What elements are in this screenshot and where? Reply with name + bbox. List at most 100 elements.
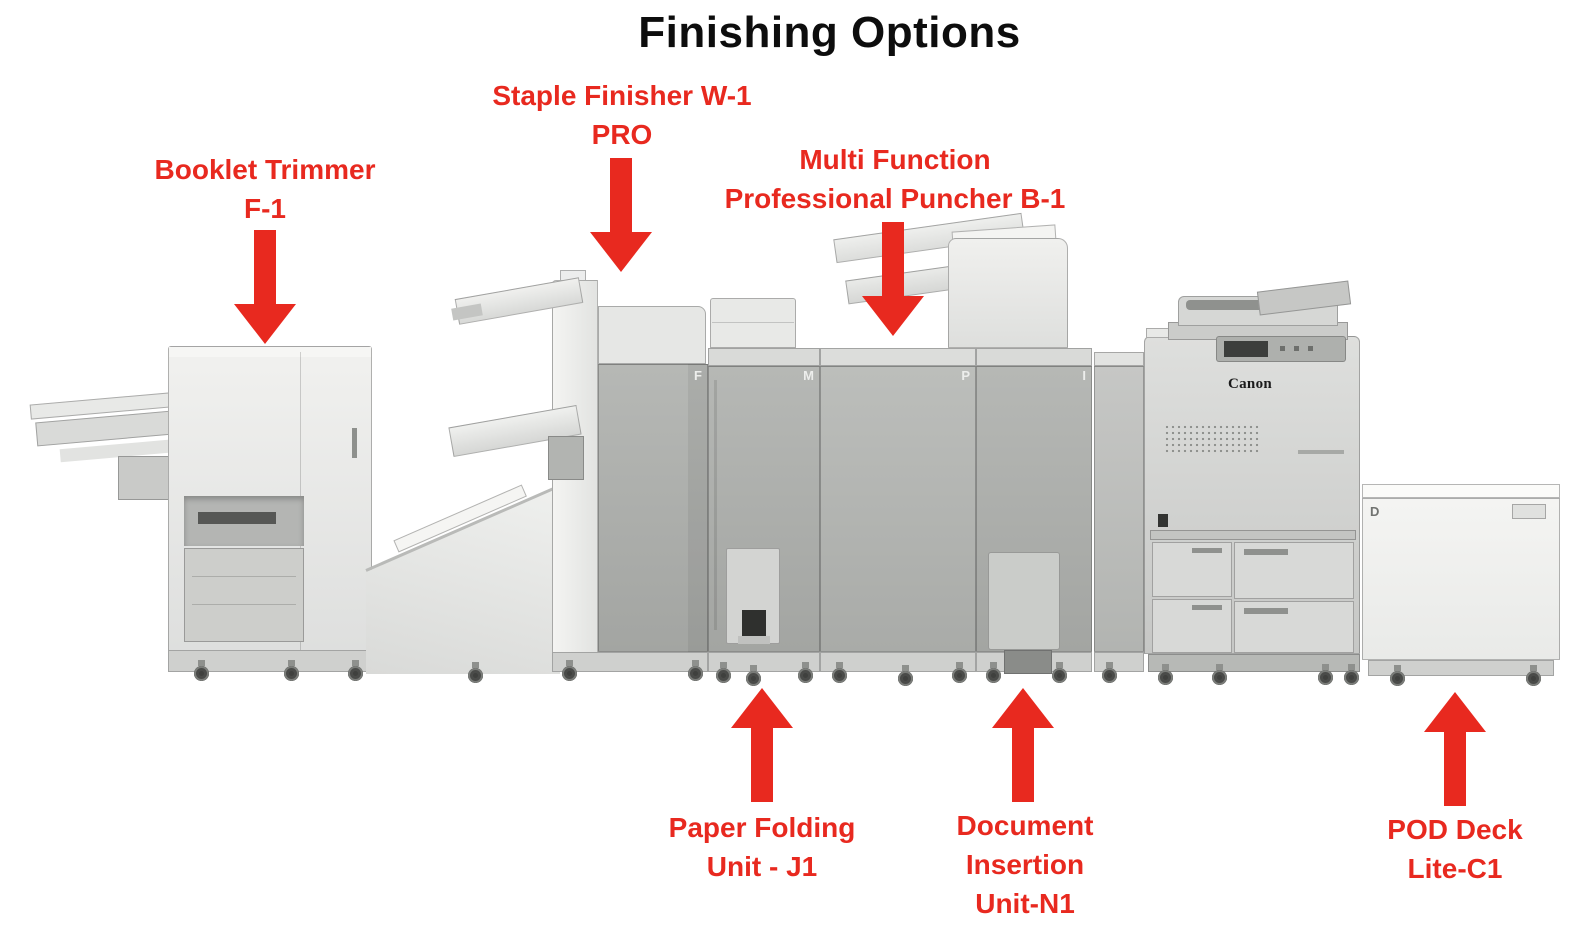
drawer-handle (1192, 605, 1222, 610)
panel-button (1280, 346, 1285, 351)
arrow-shaft (751, 726, 773, 802)
canon-logo: Canon (1228, 376, 1273, 392)
printer-small-icon (1158, 514, 1168, 527)
label-line: Insertion (965, 849, 1085, 881)
arrow-shaft (1012, 726, 1034, 802)
panel-button (1308, 346, 1313, 351)
puncher-unit-badge: P (961, 368, 970, 383)
paper-folding-up-arrow-icon (731, 688, 793, 802)
arrow-head (590, 232, 652, 272)
label-line: Professional Puncher B-1 (724, 183, 1066, 215)
caster-wheel (688, 660, 703, 681)
caster-wheel (1318, 664, 1333, 685)
staple-finisher-unit (598, 364, 708, 652)
label-multi-function-puncher: Multi Function Professional Puncher B-1 (675, 140, 1115, 218)
arrow-head (1424, 692, 1486, 732)
panel-shade (688, 364, 708, 652)
pod-deck-unit (1362, 498, 1560, 660)
arrow-shaft (610, 158, 632, 234)
caster-wheel (986, 662, 1001, 683)
connector-unit (1094, 366, 1144, 652)
connector-base (1094, 652, 1144, 672)
diagram-title: Finishing Options (638, 8, 1021, 57)
puncher-base (820, 652, 976, 672)
caster-wheel (1526, 665, 1541, 686)
label-document-insertion: Document Insertion Unit-N1 (885, 806, 1165, 924)
caster-wheel (284, 660, 299, 681)
folding-top-box (710, 298, 796, 348)
caster-wheel (468, 662, 483, 683)
adf-dark-strip (1186, 300, 1304, 310)
panel-seam (712, 322, 794, 323)
arrow-head (234, 304, 296, 344)
drawer-handle (1244, 608, 1288, 614)
drawer-handle (1244, 549, 1288, 555)
label-line: Lite-C1 (1407, 853, 1503, 885)
label-booklet-trimmer: Booklet Trimmer F-1 (105, 150, 425, 228)
arrow-shaft (1444, 730, 1466, 806)
caster-wheel (832, 662, 847, 683)
printer-vents (1164, 424, 1260, 454)
label-line: Booklet Trimmer (154, 154, 376, 185)
label-paper-folding: Paper Folding Unit - J1 (602, 808, 922, 886)
label-line: Staple Finisher W-1 (492, 80, 752, 111)
folding-delivery-tray (738, 636, 770, 644)
pod-deck-up-arrow-icon (1424, 692, 1486, 806)
label-pod-deck: POD Deck Lite-C1 (1335, 810, 1575, 888)
folding-top-strip (708, 348, 820, 366)
printer-base (1148, 654, 1360, 672)
caster-wheel (716, 662, 731, 683)
arrow-shaft (882, 222, 904, 298)
caster-wheel (348, 660, 363, 681)
control-panel-screen (1224, 341, 1268, 357)
caster-wheel (1052, 662, 1067, 683)
inserter-support-foot (1004, 650, 1052, 674)
inserter-top-strip (976, 348, 1092, 366)
folding-base (708, 652, 820, 672)
ramp-conveyor (366, 485, 560, 674)
booklet-trimmer-down-arrow-icon (234, 230, 296, 344)
finisher-base (552, 652, 708, 672)
caster-wheel (1212, 664, 1227, 685)
panel-seam (192, 576, 296, 577)
inserter-unit-badge: I (1082, 368, 1086, 383)
arrow-shaft (254, 230, 276, 306)
label-line: Unit - J1 (706, 851, 818, 883)
pod-label-sticker (1512, 504, 1546, 519)
puncher-down-arrow-icon (862, 222, 924, 336)
panel-seam (192, 604, 296, 605)
puncher-top-strip (820, 348, 976, 366)
label-line: PRO (591, 119, 653, 151)
caster-wheel (562, 660, 577, 681)
panel-groove (714, 380, 717, 630)
arrow-head (862, 296, 924, 336)
printer-mid-band (1150, 530, 1356, 540)
booklet-trimmer-top-edge (169, 347, 371, 357)
pod-deck-top (1362, 484, 1560, 498)
document-insertion-up-arrow-icon (992, 688, 1054, 802)
caster-wheel (798, 662, 813, 683)
trimmer-output-slot (198, 512, 276, 524)
panel-button (1294, 346, 1299, 351)
folding-unit-badge: M (803, 368, 814, 383)
inserter-tower (948, 238, 1068, 348)
connector-cap (1094, 352, 1144, 366)
door-handle (352, 428, 357, 458)
tray-bracket (548, 436, 584, 480)
caster-wheel (1344, 664, 1359, 685)
caster-wheel (1102, 662, 1117, 683)
label-line: Unit-N1 (975, 888, 1075, 920)
finisher-top-unit (598, 306, 706, 364)
caster-wheel (952, 662, 967, 683)
caster-wheel (898, 665, 913, 686)
caster-wheel (1390, 665, 1405, 686)
label-line: POD Deck (1387, 814, 1523, 845)
pod-unit-badge: D (1370, 504, 1380, 519)
arrow-head (731, 688, 793, 728)
pod-base (1368, 660, 1554, 676)
caster-wheel (194, 660, 209, 681)
finisher-unit-badge: F (694, 368, 702, 383)
staple-finisher-down-arrow-icon (590, 158, 652, 272)
drawer-handle (1192, 548, 1222, 553)
printer-model-mark (1298, 450, 1344, 454)
